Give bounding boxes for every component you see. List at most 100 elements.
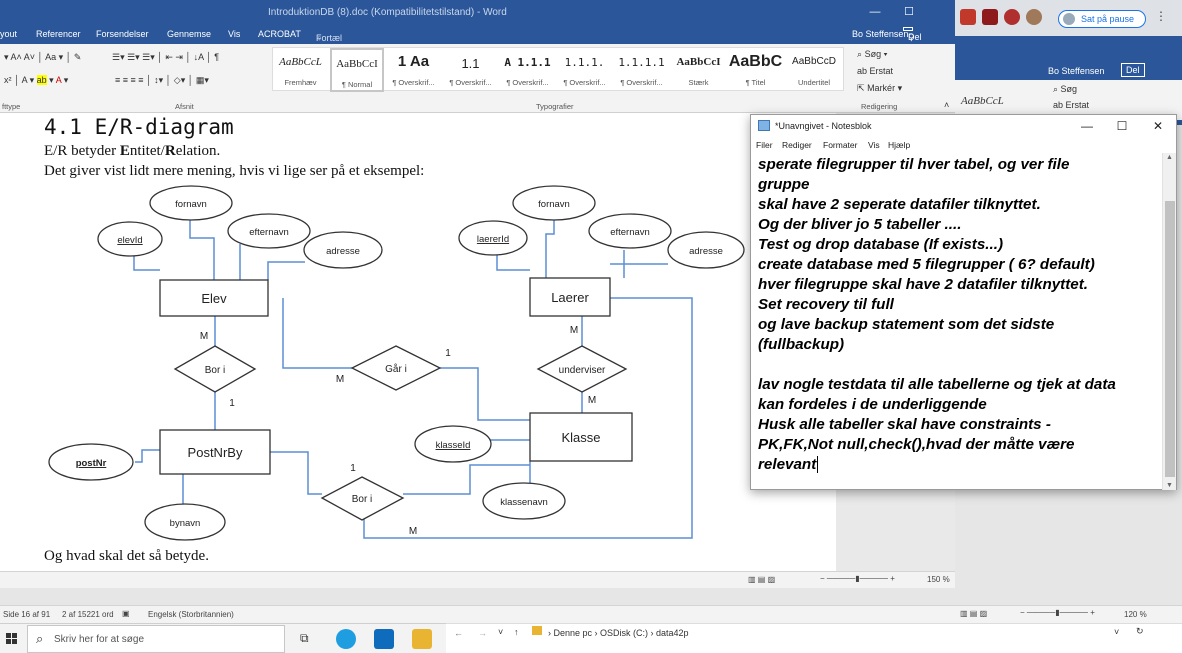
share-button[interactable]: ⚲ Del xyxy=(903,27,922,42)
forward-icon[interactable]: → xyxy=(478,628,487,638)
style-heading-3[interactable]: A 1.1.1¶ Overskrif... xyxy=(504,56,551,87)
user-name: Bo Steffensen xyxy=(852,29,909,39)
group-font-label: fttype xyxy=(2,102,21,111)
chevron-down-icon[interactable]: ˅ xyxy=(498,627,504,637)
text-line: gruppe xyxy=(758,176,810,193)
extension-icon[interactable] xyxy=(982,9,998,25)
close-icon[interactable]: ✕ xyxy=(1152,119,1164,133)
file-explorer-icon[interactable] xyxy=(412,629,432,649)
refresh-icon[interactable]: ↻ xyxy=(1136,626,1144,636)
person-icon: ⚲ xyxy=(908,32,915,42)
zoom-level: 120 % xyxy=(1124,610,1147,619)
view-bar: ▥ ▤ ▨ − ─────▮───── + 150 % xyxy=(0,571,955,588)
maximize-icon[interactable]: ☐ xyxy=(904,6,914,18)
style-normal[interactable]: AaBbCcI¶ Normal xyxy=(330,48,384,92)
tab-review[interactable]: Gennemse xyxy=(167,29,212,39)
text-cursor xyxy=(817,456,819,473)
proofing-icon[interactable]: ▣ xyxy=(122,609,130,618)
menu-edit[interactable]: Rediger xyxy=(782,140,812,150)
back-icon[interactable]: ← xyxy=(454,628,463,638)
browser-toolbar: Sat på pause ⋮ xyxy=(955,0,1182,36)
style-heading-1[interactable]: 1 Aa¶ Overskrif... xyxy=(392,53,435,87)
tab-view[interactable]: Vis xyxy=(228,29,241,39)
zoom-slider[interactable]: − ─────▮───── + xyxy=(820,574,895,583)
bg-user-name: Bo Steffensen xyxy=(1048,66,1105,76)
zoom-level: 150 % xyxy=(927,575,950,584)
replace-icon: ab xyxy=(857,66,868,76)
minimize-icon[interactable]: — xyxy=(869,6,881,18)
scroll-up-icon[interactable]: ▲ xyxy=(1166,154,1173,161)
text-line: hver filegruppe skal have 2 datafiler ti… xyxy=(758,276,1089,293)
paragraph-intro: Det giver vist lidt mere mening, hvis vi… xyxy=(44,163,425,179)
font-size-dropdown[interactable]: ▾ A˄ A˅ │ Aa ▾ │ ✎ xyxy=(4,52,82,62)
notepad-text-area[interactable]: sperate filegrupper til hver tabel, og v… xyxy=(758,155,1158,475)
group-styles-label: Typografier xyxy=(536,102,574,111)
text-line: sperate filegrupper til hver tabel, og v… xyxy=(758,156,1070,173)
tab-references[interactable]: Referencer xyxy=(36,29,81,39)
text-line: skal have 2 seperate datafiler tilknytte… xyxy=(758,196,1041,213)
edge-icon[interactable] xyxy=(336,629,356,649)
scrollbar-thumb[interactable] xyxy=(1165,201,1175,477)
extension-icon[interactable] xyxy=(960,9,976,25)
text-line: Husk alle tabeller skal have constraints… xyxy=(758,416,1051,433)
bg-share-button[interactable]: Del xyxy=(1121,63,1145,77)
replace-button[interactable]: ab Erstat xyxy=(857,66,894,76)
notepad-title: *Unavngivet - Notesblok xyxy=(775,121,872,131)
paused-label: Sat på pause xyxy=(1081,14,1135,24)
chevron-down-icon[interactable]: ˅ xyxy=(1114,627,1120,637)
style-heading-4[interactable]: 1.1.1.¶ Overskrif... xyxy=(563,56,606,87)
windows-start-icon[interactable] xyxy=(6,633,18,645)
select-button[interactable]: ⇱ Markér ▾ xyxy=(857,83,903,93)
search-icon: ⌕ xyxy=(857,49,863,59)
menu-format[interactable]: Formater xyxy=(823,140,858,150)
notepad-scrollbar[interactable]: ▲ ▼ xyxy=(1162,153,1176,490)
page-count[interactable]: Side 16 af 91 xyxy=(3,610,51,619)
maximize-icon[interactable]: ☐ xyxy=(1116,119,1128,133)
bg-search-button[interactable]: ⌕ Søg xyxy=(1053,84,1078,94)
language[interactable]: Engelsk (Storbritannien) xyxy=(148,610,234,619)
bg-replace-button[interactable]: ab Erstat xyxy=(1053,100,1090,110)
tab-mailings[interactable]: Forsendelser xyxy=(96,29,149,39)
avatar xyxy=(1063,13,1075,25)
share-label: Del xyxy=(1126,65,1140,75)
shield-icon[interactable] xyxy=(1004,9,1020,25)
minimize-icon[interactable]: — xyxy=(1081,119,1093,133)
outlook-icon[interactable] xyxy=(374,629,394,649)
style-title[interactable]: AaBbC¶ Titel xyxy=(728,53,783,87)
tab-acrobat[interactable]: ACROBAT xyxy=(258,29,301,39)
tab-layout[interactable]: yout xyxy=(0,29,18,39)
menu-file[interactable]: Filer xyxy=(756,140,773,150)
style-heading-5[interactable]: 1.1.1.1¶ Overskrif... xyxy=(618,56,665,87)
collapse-ribbon-icon[interactable]: ˄ xyxy=(944,100,950,110)
notepad-title-bar: *Unavngivet - Notesblok — ☐ ✕ xyxy=(751,115,1176,137)
text-line: PK,FK,Not null,check(),hvad der måtte væ… xyxy=(758,436,1075,453)
view-icons[interactable]: ▥ ▤ ▨ xyxy=(748,575,776,584)
style-heading-2[interactable]: 1.1¶ Overskrif... xyxy=(449,56,492,87)
font-color-tools[interactable]: x² │ A ▾ ab ▾ A ▾ xyxy=(4,75,69,85)
text-line: kan fordeles i de underliggende xyxy=(758,396,987,413)
menu-view[interactable]: Vis xyxy=(868,140,880,150)
taskbar-search[interactable]: ⌕ Skriv her for at søge xyxy=(27,625,285,653)
list-tools[interactable]: ☰▾ ☰▾ ☰▾ │ ⇤ ⇥ │ ↓A │ ¶ xyxy=(112,52,220,62)
status-bar: Side 16 af 91 2 af 15221 ord ▣ Engelsk (… xyxy=(0,605,1182,623)
menu-help[interactable]: Hjælp xyxy=(888,140,911,150)
word-count[interactable]: 2 af 15221 ord xyxy=(62,610,114,619)
up-icon[interactable]: ↑ xyxy=(514,627,519,637)
kebab-menu-icon[interactable]: ⋮ xyxy=(1155,9,1167,23)
file-explorer-address-bar: ← → ˅ ↑ › Denne pc › OSDisk (C:) › data4… xyxy=(446,623,1182,653)
view-icons[interactable]: ▥ ▤ ▨ xyxy=(960,609,988,618)
paused-sync-button[interactable]: Sat på pause xyxy=(1058,10,1146,28)
text-line xyxy=(758,355,1158,375)
task-view-icon[interactable]: ⧉ xyxy=(300,631,309,645)
cookie-icon[interactable] xyxy=(1026,9,1042,25)
scroll-down-icon[interactable]: ▼ xyxy=(1166,482,1173,489)
breadcrumb[interactable]: › Denne pc › OSDisk (C:) › data42p xyxy=(548,628,689,638)
align-tools[interactable]: ≡ ≡ ≡ ≡ │ ↕▾ │ ◇▾ │ ▦▾ xyxy=(115,75,209,85)
zoom-slider[interactable]: − ─────▮───── + xyxy=(1020,608,1095,617)
search-button[interactable]: ⌕ Søg ▾ xyxy=(857,49,888,59)
